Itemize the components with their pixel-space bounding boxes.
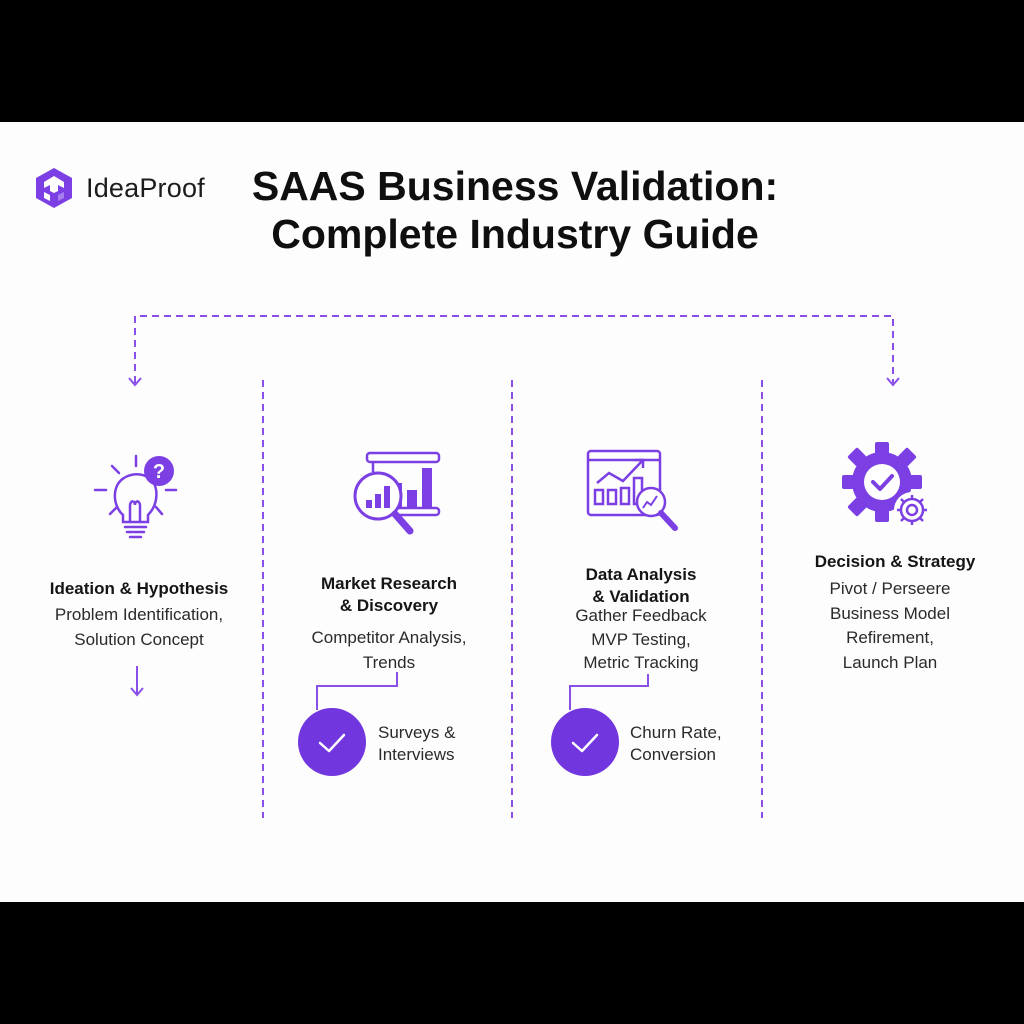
stage-2-description: Competitor Analysis, Trends <box>311 628 467 672</box>
title-line-2: Complete Industry Guide <box>271 211 759 257</box>
checkpoint-2 <box>551 708 619 776</box>
brand-logo: IdeaProof <box>32 166 205 210</box>
check-icon <box>571 733 599 753</box>
chart-magnifier-icon <box>353 451 441 535</box>
checkpoint-1-label: Surveys & Interviews <box>378 723 456 764</box>
checkpoint-1 <box>298 708 366 776</box>
svg-text:?: ? <box>153 461 165 483</box>
hexagon-logo-icon <box>36 168 72 208</box>
stage-4-heading: Decision & Strategy <box>814 552 976 571</box>
stage-2-heading: Market Research & Discovery <box>320 574 458 615</box>
analytics-window-magnifier-icon <box>586 449 678 531</box>
page-title: SAAS Business Validation: Complete Indus… <box>220 162 810 258</box>
brand-name: IdeaProof <box>86 172 205 203</box>
stage-4-description: Pivot / Perseere Business Model Refireme… <box>829 579 951 672</box>
stage-3-description: Gather Feedback MVP Testing, Metric Trac… <box>575 606 707 672</box>
title-line-1: SAAS Business Validation: <box>251 163 779 209</box>
stage-1-heading: Ideation & Hypothesis <box>49 579 229 598</box>
checkpoint-2-label: Churn Rate, Conversion <box>630 723 722 764</box>
check-icon <box>318 733 346 753</box>
stage-1-description: Problem Identification, Solution Concept <box>54 605 224 649</box>
stage-3-heading: Data Analysis & Validation <box>585 565 697 606</box>
gear-check-icon <box>842 442 930 528</box>
lightbulb-question-icon: ? <box>93 454 178 539</box>
